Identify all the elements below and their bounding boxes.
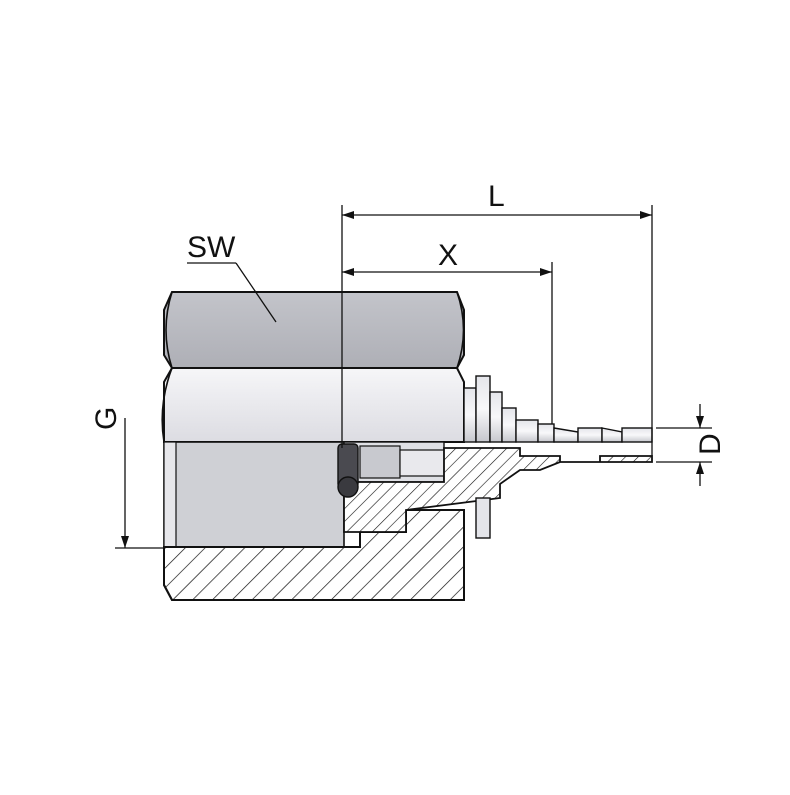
dimension-label-D: D (694, 433, 727, 455)
nipple-exterior (463, 375, 653, 539)
dimension-label-X: X (438, 239, 459, 272)
o-ring (337, 443, 359, 498)
dimension-arrows (121, 211, 704, 548)
hex-nut-upper (161, 291, 465, 443)
dimension-label-L: L (488, 180, 505, 213)
dimension-lines (115, 205, 712, 549)
dimension-label-SW: SW (187, 231, 236, 264)
nut-bore (163, 441, 445, 548)
dimension-label-G: G (90, 406, 123, 430)
nipple-section (343, 447, 653, 533)
